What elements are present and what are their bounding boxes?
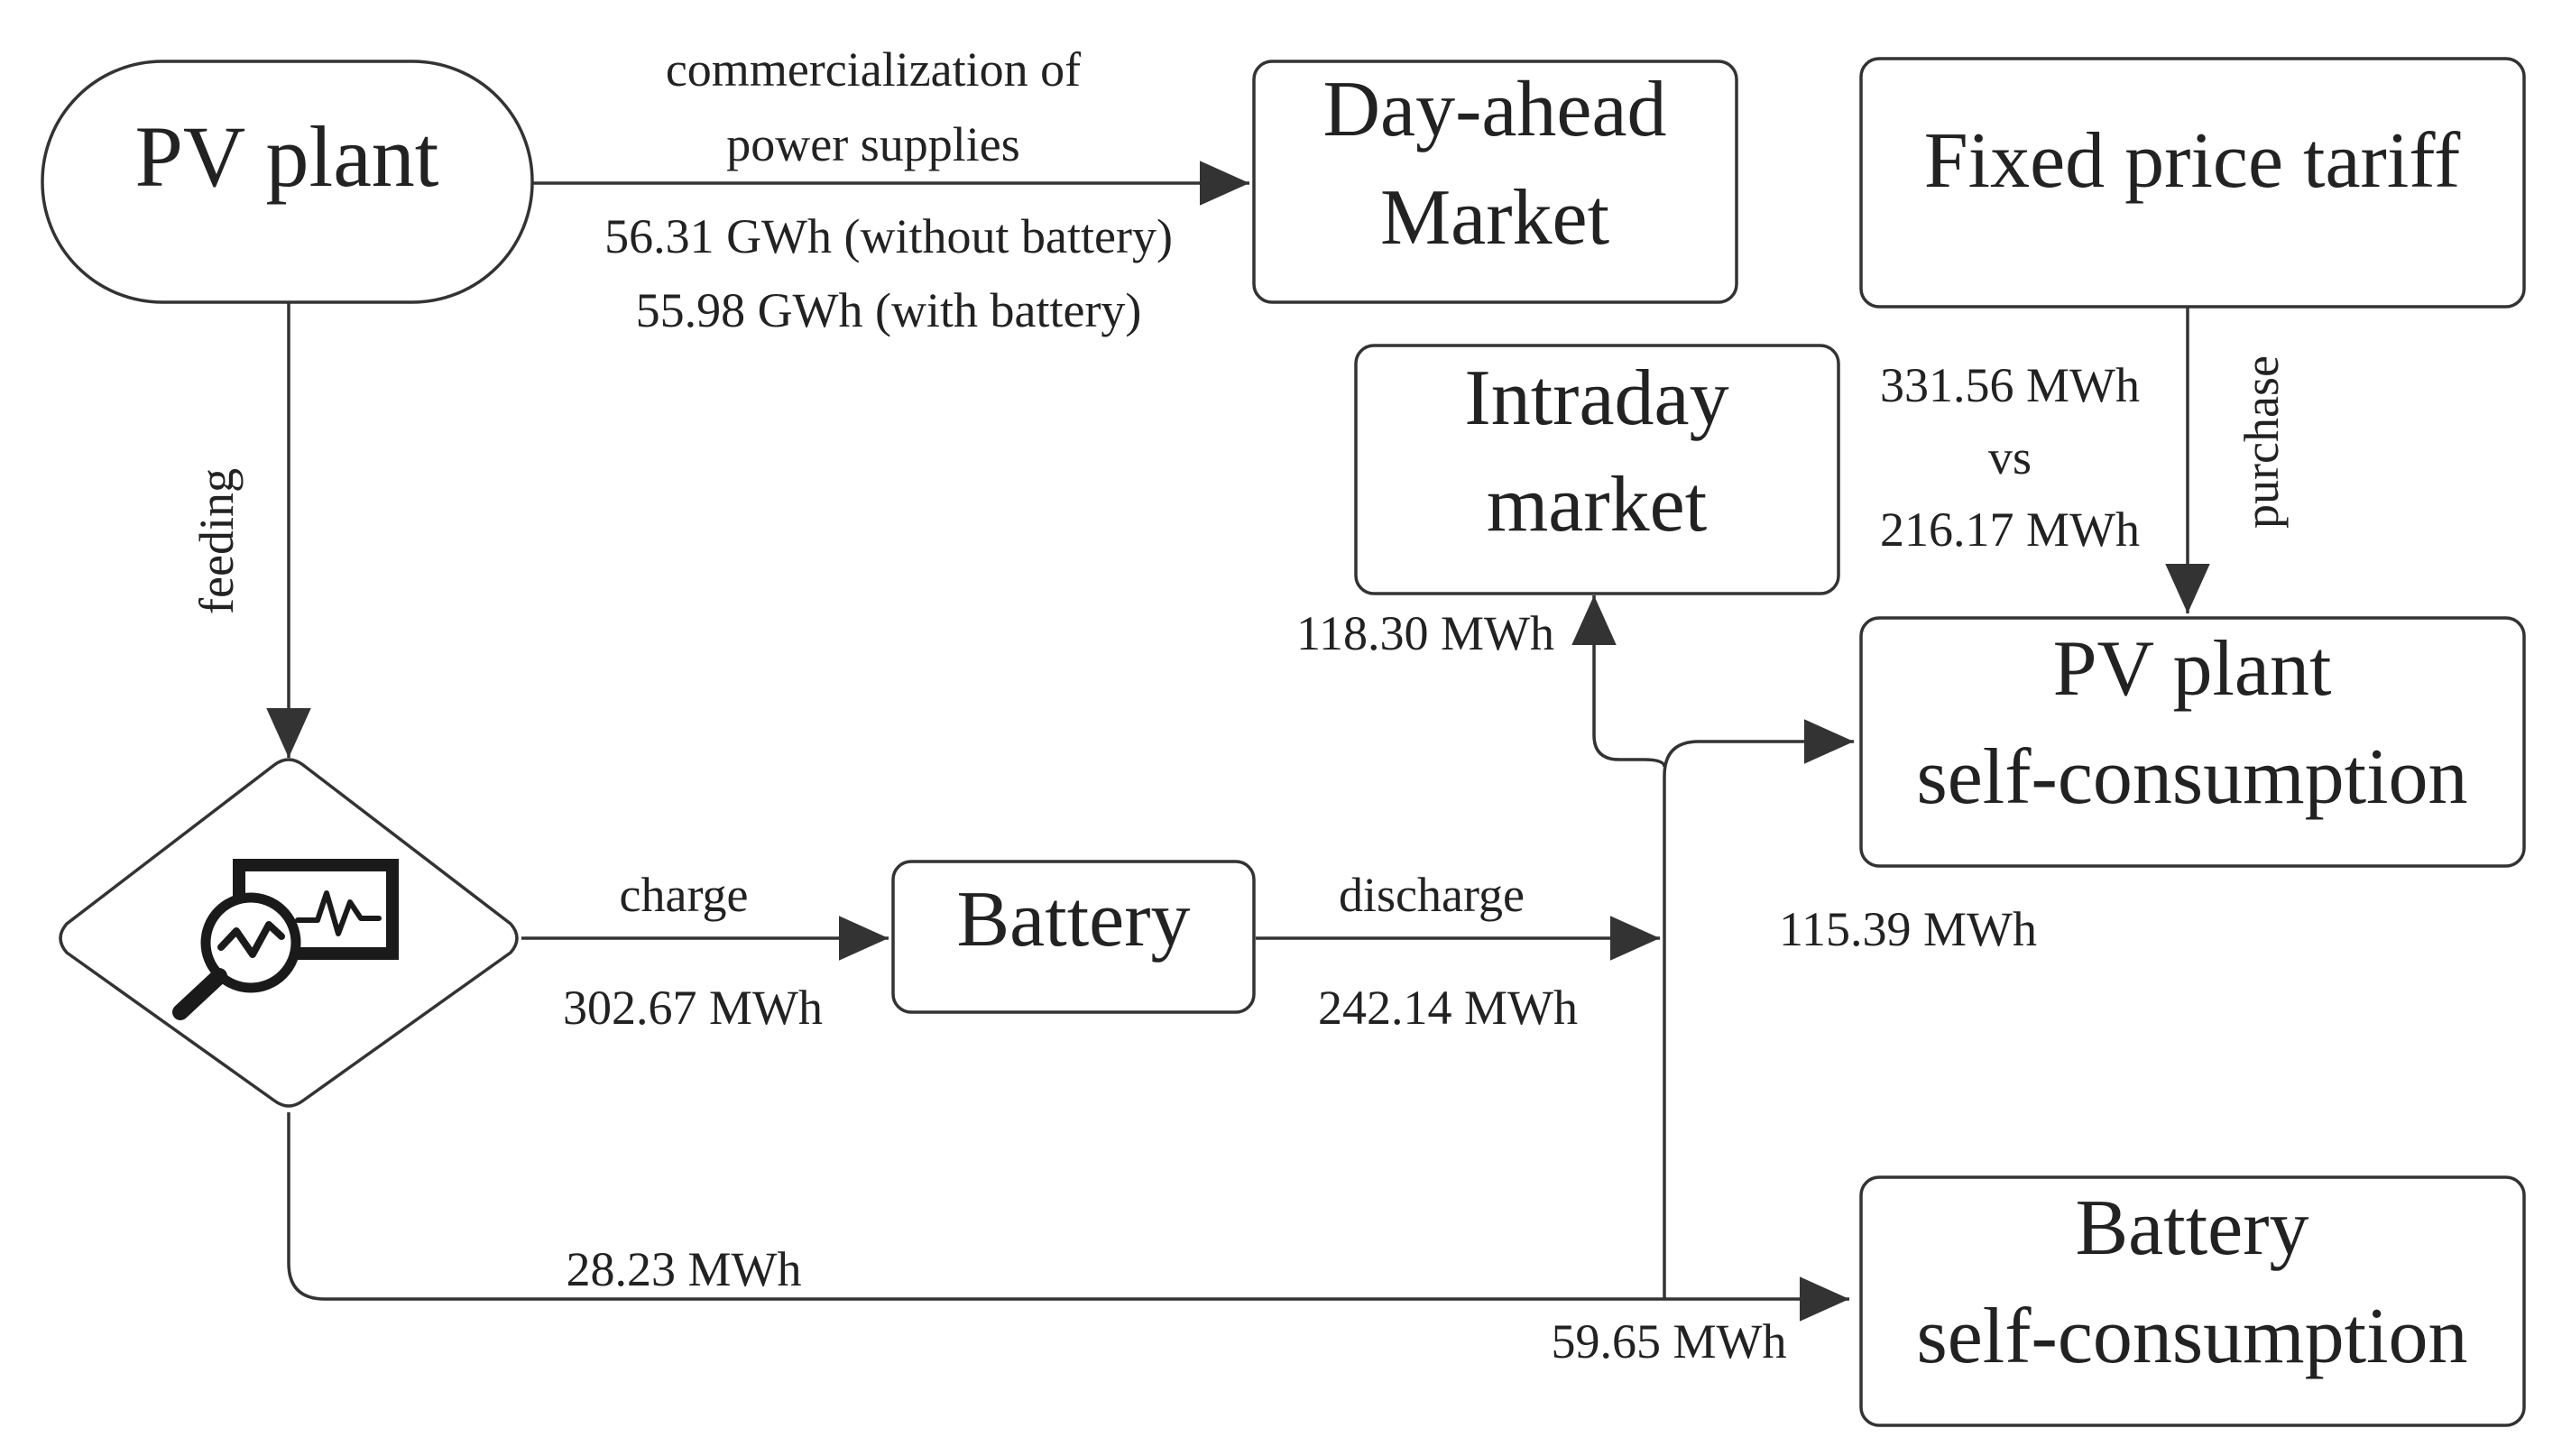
pv-plant-label: PV plant [135, 108, 439, 205]
charge-label: charge [620, 868, 749, 922]
intraday-value: 118.30 MWh [1296, 606, 1554, 660]
intraday-market-node: Intraday market [1354, 344, 1840, 595]
fixed-price-tariff-label: Fixed price tariff [1924, 117, 2461, 205]
purchase-value-1: 331.56 MWh [1880, 358, 2140, 412]
day-ahead-volume-without-battery: 56.31 GWh (without battery) [604, 209, 1173, 263]
feeding-label: feeding [189, 468, 244, 614]
pv-self-label-line1: PV plant [2053, 625, 2332, 713]
day-ahead-label-line1: Day-ahead [1322, 66, 1666, 153]
discharge-value: 242.14 MWh [1318, 981, 1578, 1035]
pv-self-consumption-node: PV plant self-consumption [1859, 616, 2526, 868]
direct-value: 28.23 MWh [567, 1242, 802, 1296]
purchase-vs: vs [1988, 430, 2032, 484]
edge-to-intraday [1571, 595, 1666, 768]
decision-node [59, 758, 519, 1108]
day-ahead-volume-with-battery: 55.98 GWh (with battery) [636, 283, 1142, 337]
purchase-label: purchase [2235, 355, 2289, 529]
commercialization-label-line1: commercialization of [666, 42, 1081, 97]
battery-self-label-line1: Battery [2075, 1184, 2308, 1272]
purchase-value-2: 216.17 MWh [1880, 502, 2140, 557]
pv-self-value: 115.39 MWh [1779, 902, 2037, 956]
battery-self-value: 59.65 MWh [1552, 1314, 1787, 1368]
intraday-label-line1: Intraday [1464, 355, 1728, 442]
edge-direct-to-battery-self [287, 1112, 1849, 1322]
battery-node: Battery [891, 860, 1256, 1014]
battery-label: Battery [956, 876, 1190, 963]
commercialization-label-line2: power supplies [726, 117, 1019, 171]
charge-value: 302.67 MWh [563, 981, 823, 1035]
monitoring-chart-magnifier-icon [172, 859, 399, 1020]
day-ahead-label-line2: Market [1380, 174, 1609, 262]
fixed-price-tariff-node: Fixed price tariff [1859, 57, 2526, 309]
battery-self-label-line2: self-consumption [1916, 1293, 2467, 1380]
day-ahead-market-node: Day-ahead Market [1252, 60, 1738, 304]
pv-plant-node: PV plant [41, 60, 534, 304]
edge-to-pv-self [1663, 719, 1854, 777]
pv-self-label-line2: self-consumption [1916, 733, 2467, 821]
intraday-label-line2: market [1487, 461, 1707, 548]
battery-self-consumption-node: Battery self-consumption [1859, 1175, 2526, 1427]
discharge-label: discharge [1339, 868, 1525, 922]
